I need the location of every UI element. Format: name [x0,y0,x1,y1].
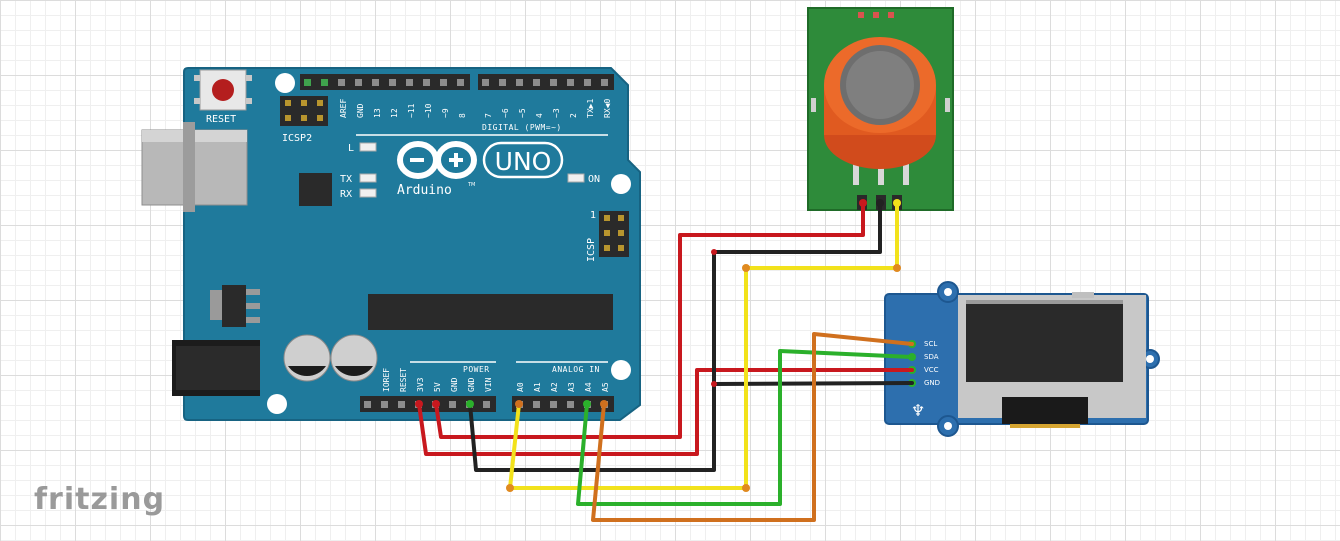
pin-label: ~10 [424,103,433,118]
icsp2-label: ICSP2 [282,133,312,144]
icsp-label: ICSP [586,238,597,262]
pin-label: VIN [484,377,493,392]
pin-label: 3V3 [416,377,425,392]
pin-label: TX▶1 [586,99,595,118]
pin-label: ~5 [518,108,527,118]
pin-label: AREF [339,99,348,118]
pin-label: ~11 [407,103,416,118]
pin-label: A4 [584,382,593,392]
digital-label: DIGITAL (PWM=~) [482,123,562,132]
led-tx [359,173,377,183]
capacitor [330,334,378,382]
pin-label: ~9 [441,108,450,118]
analog-header [512,396,614,412]
microcontroller-chip [368,294,613,330]
pin-label: ~6 [501,108,510,118]
pin-label: A0 [516,382,525,392]
capacitor [283,334,331,382]
arduino-infinity-logo [397,141,477,179]
oled-pin-vcc: VCC [924,366,939,374]
pin-label: 4 [535,113,544,118]
pin-label: GND [467,377,476,392]
icsp2-header [280,96,328,126]
digital-header-2 [478,74,614,90]
pin-label: GND [450,377,459,392]
pin-label: A2 [550,382,559,392]
dc-power-jack [172,340,260,396]
led-on-label: ON [588,174,600,185]
pin-label: RESET [399,368,408,392]
brand-tm: TM [467,182,475,188]
grove-logo-icon: ♆ [911,401,925,420]
led-rx [359,188,377,198]
pin-label: RX◀0 [603,99,612,118]
uno-badge [482,141,564,179]
wire-3v3-to-oled-vcc[interactable] [417,368,914,456]
wire-a0-to-sensor-out[interactable] [508,201,899,490]
oled-screen [966,302,1123,382]
oled-display-module[interactable]: ♆ [884,281,1160,437]
oled-pin-scl: SCL [924,340,937,348]
mounting-hole [275,73,295,93]
pin-label: 5V [433,382,442,392]
oled-ribbon [1002,397,1088,424]
pin-label: A1 [533,382,542,392]
fritzing-logo: fritzing [34,482,166,517]
analog-pin-labels: A0 A1 A2 A3 A4 A5 [516,382,610,392]
oled-pin-gnd: GND [924,379,940,387]
analog-label: ANALOG IN [552,365,600,374]
led-l [359,142,377,152]
mounting-hole [611,360,631,380]
brand-name: Arduino [397,183,452,198]
mounting-hole [611,174,631,194]
power-label: POWER [463,365,490,374]
power-header [360,396,496,412]
led-l-label: L [348,143,354,154]
pin-label: A3 [567,382,576,392]
led-rx-label: RX [340,189,352,200]
oled-pin-sda: SDA [924,353,939,361]
digital-pin-labels: AREF GND 13 12 ~11 ~10 ~9 8 7 ~6 ~5 4 ~3 2 TX▶1 RX◀0 [339,99,612,118]
reset-button[interactable] [194,69,252,111]
icsp-pin1-label: 1 [590,210,596,221]
icsp-header [599,211,629,257]
mounting-hole [267,394,287,414]
power-pin-labels: IOREF RESET 3V3 5V GND GND VIN [382,368,493,392]
wire-a5-to-oled-scl[interactable] [591,332,914,522]
pin-label: 7 [484,113,493,118]
wire-gnd-to-sensor-gnd[interactable] [468,201,882,472]
usb-connector [141,122,248,212]
wire-5v-to-sensor-vcc[interactable] [434,201,865,439]
pin-label: A5 [601,382,610,392]
usb-chip [299,173,332,206]
wire-endpoints [415,199,901,492]
led-tx-label: TX [340,174,352,185]
digital-header-1 [300,74,470,90]
pin-label: 13 [373,108,382,118]
pin-label: GND [356,103,365,118]
model-name: UNO [495,147,552,176]
pin-label: IOREF [382,368,391,392]
led-on [567,173,585,183]
pin-label: ~3 [552,108,561,118]
voltage-regulator [210,285,260,327]
reset-label: RESET [206,114,236,125]
arduino-uno-board[interactable] [183,67,641,421]
pin-label: 12 [390,108,399,118]
pin-label: 8 [458,113,467,118]
pin-label: 2 [569,113,578,118]
gas-sensor-module[interactable] [807,7,954,211]
wire-a4-to-oled-sda[interactable] [576,349,914,506]
